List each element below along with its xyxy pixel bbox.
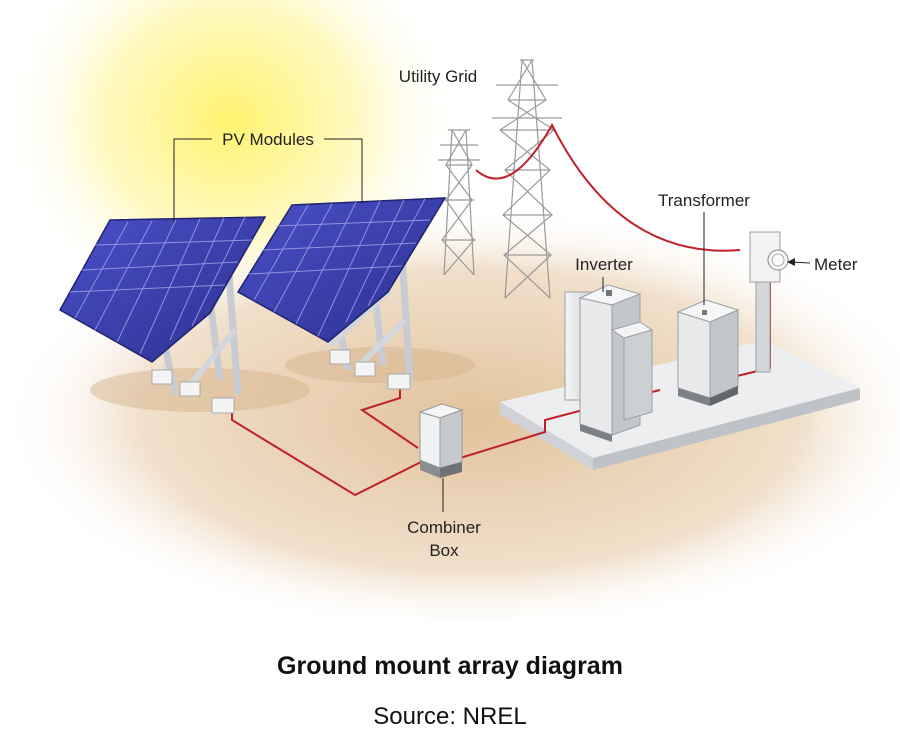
- meter-arrow-icon: [787, 258, 795, 266]
- ground-mount-array-diagram: Utility Grid PV Modules Transformer Inve…: [0, 0, 900, 620]
- combiner-box: [418, 403, 464, 478]
- label-meter: Meter: [814, 255, 858, 274]
- label-combiner-line1: Combiner: [407, 518, 481, 537]
- label-pv-modules: PV Modules: [222, 130, 314, 149]
- inverter: [564, 284, 654, 442]
- label-utility-grid: Utility Grid: [399, 67, 477, 86]
- label-leader-lines: [173, 138, 811, 512]
- transformer: [676, 299, 740, 406]
- caption-title: Ground mount array diagram: [277, 652, 623, 680]
- pv-array-left: [58, 216, 267, 414]
- meter: [749, 231, 789, 373]
- meter-dial-icon: [767, 249, 789, 271]
- label-inverter: Inverter: [575, 255, 633, 274]
- caption-source: Source: NREL: [373, 703, 527, 730]
- utility-grid-towers: [438, 59, 562, 299]
- pv-panel: [236, 197, 447, 343]
- label-transformer: Transformer: [658, 191, 750, 210]
- label-combiner-line2: Box: [429, 541, 459, 560]
- grid-overhead-line: [475, 122, 741, 252]
- pv-array-right: [236, 197, 447, 390]
